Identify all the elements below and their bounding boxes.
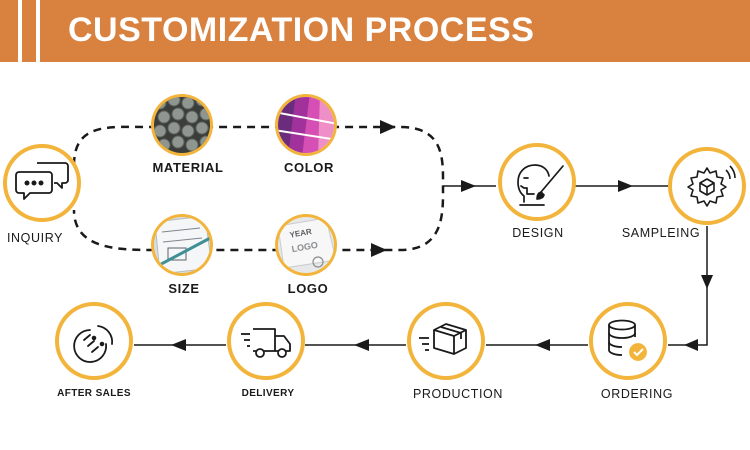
step-label-size: SIZE bbox=[168, 281, 199, 296]
step-label-delivery: DELIVERY bbox=[242, 388, 295, 399]
step-size bbox=[150, 213, 214, 277]
arrow-left-icon bbox=[354, 339, 369, 351]
step-label-color: COLOR bbox=[284, 160, 334, 175]
arrow-down-icon bbox=[701, 275, 713, 289]
logo-print-photo: YEAR LOGO bbox=[274, 213, 338, 277]
step-logo: YEAR LOGO bbox=[274, 213, 338, 277]
step-label-production: PRODUCTION bbox=[413, 387, 503, 401]
step-design bbox=[500, 145, 574, 219]
step-production bbox=[409, 304, 483, 378]
step-inquiry bbox=[5, 146, 79, 220]
step-label-sampleing: SAMPLEING bbox=[622, 226, 700, 240]
step-delivery bbox=[229, 304, 303, 378]
step-label-ordering: ORDERING bbox=[601, 387, 673, 401]
arrow-right-icon bbox=[380, 120, 396, 134]
step-label-logo: LOGO bbox=[288, 281, 329, 296]
arrow-left-icon bbox=[535, 339, 550, 351]
dashed-loop-connector bbox=[74, 127, 443, 250]
step-sampleing bbox=[670, 149, 744, 223]
step-material bbox=[150, 93, 214, 157]
step-ordering bbox=[591, 304, 665, 378]
step-color bbox=[274, 93, 338, 157]
step-label-material: MATERIAL bbox=[153, 160, 224, 175]
step-label-design: DESIGN bbox=[512, 226, 564, 240]
arrow-right-icon bbox=[618, 180, 633, 192]
step-after-sales bbox=[57, 304, 131, 378]
size-drawing-photo bbox=[150, 213, 214, 277]
arrow-left-icon bbox=[684, 339, 698, 351]
metal-bars-photo bbox=[150, 93, 214, 157]
arrow-right-icon bbox=[461, 180, 476, 192]
arrow-right-icon bbox=[371, 243, 387, 257]
step-label-inquiry: INQUIRY bbox=[7, 231, 63, 245]
color-swatch-photo bbox=[274, 93, 338, 157]
arrow-left-icon bbox=[171, 339, 186, 351]
step-label-after-sales: AFTER SALES bbox=[57, 388, 131, 399]
